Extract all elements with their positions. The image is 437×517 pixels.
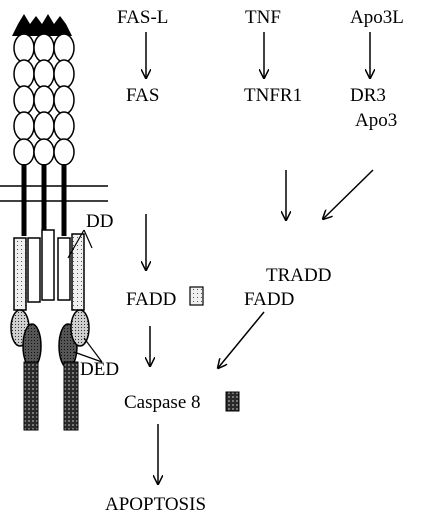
fadd-domain-swatch bbox=[189, 286, 204, 306]
extracellular-domains bbox=[13, 33, 75, 166]
ligand-apo3l: Apo3L bbox=[350, 7, 404, 28]
receptor-fas: FAS bbox=[126, 85, 159, 106]
ligand-tnf: TNF bbox=[245, 7, 281, 28]
arrow-dr3-to-tradd bbox=[323, 169, 374, 219]
outcome-apoptosis: APOPTOSIS bbox=[105, 494, 206, 515]
arrow-tradd-fadd-to-caspase8 bbox=[218, 311, 265, 368]
caspase-8-swatch bbox=[225, 391, 240, 412]
receptor-trimer-illustration: DD DED bbox=[0, 14, 119, 431]
effector-caspase-8: Caspase 8 bbox=[124, 392, 201, 413]
receptor-dr3: DR3 bbox=[350, 85, 386, 106]
caspase-8-bars bbox=[23, 361, 79, 431]
death-domains bbox=[13, 229, 85, 311]
adaptor-fadd-left: FADD bbox=[126, 289, 176, 310]
adaptor-tradd: TRADD bbox=[266, 265, 331, 286]
receptor-tnfr1: TNFR1 bbox=[244, 85, 302, 106]
cell-membrane bbox=[0, 185, 108, 202]
ded-label: DED bbox=[80, 359, 119, 380]
dd-pointer-lines bbox=[67, 229, 93, 259]
transmembrane-stalks bbox=[21, 164, 67, 236]
adaptor-fadd-right: FADD bbox=[244, 289, 294, 310]
ded-pointer-lines bbox=[73, 337, 103, 363]
ded-domains bbox=[10, 309, 90, 369]
ligand-cap-shape bbox=[12, 14, 72, 36]
dd-label: DD bbox=[86, 211, 113, 232]
ligand-fas-l: FAS-L bbox=[117, 7, 168, 28]
receptor-apo3: Apo3 bbox=[355, 110, 397, 131]
